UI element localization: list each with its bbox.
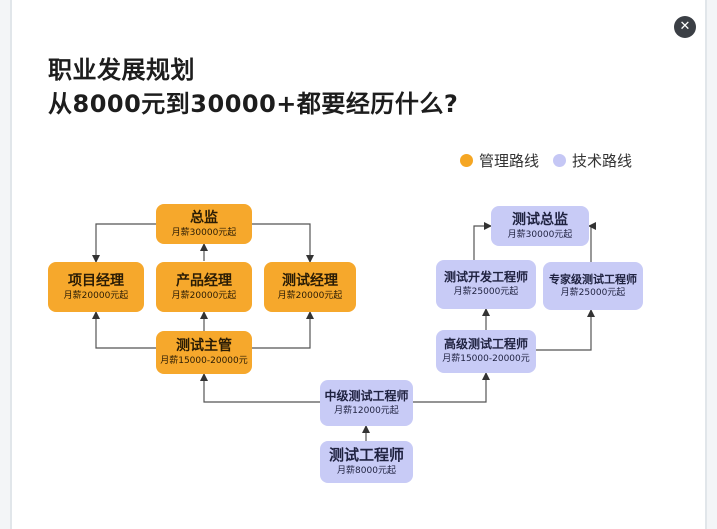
node-test-manager: 测试经理 月薪20000元起	[264, 262, 356, 312]
node-test-engineer-title: 测试工程师	[328, 446, 404, 465]
node-project-manager-title: 项目经理	[68, 272, 124, 289]
node-director-title: 总监	[190, 209, 218, 226]
close-icon[interactable]: ✕	[674, 16, 696, 38]
node-test-engineer-salary: 月薪8000元起	[337, 466, 396, 477]
connector-project-manager-to-director	[92, 223, 156, 263]
node-mid-test-engineer-salary: 月薪12000元起	[334, 405, 399, 416]
node-senior-test-engineer-title: 高级测试工程师	[443, 337, 528, 352]
connector-mid-to-supervisor	[200, 373, 320, 403]
connector-supervisor-to-project-manager	[92, 311, 156, 349]
node-test-director-title: 测试总监	[512, 211, 568, 228]
right-panel-edge	[705, 0, 717, 529]
node-project-manager-salary: 月薪20000元起	[63, 290, 129, 301]
connector-test-dev-to-test-director	[473, 222, 492, 260]
node-mid-test-engineer-title: 中级测试工程师	[324, 388, 409, 403]
node-test-supervisor: 测试主管 月薪15000-20000元	[156, 331, 252, 374]
connector-mid-to-senior	[413, 372, 490, 403]
legend-item-management: 管理路线	[460, 150, 539, 171]
node-project-manager: 项目经理 月薪20000元起	[48, 262, 144, 312]
page-title: 职业发展规划	[48, 56, 195, 84]
node-expert-test-engineer: 专家级测试工程师 月薪25000元起	[543, 262, 643, 310]
legend-label-technical: 技术路线	[572, 152, 633, 170]
legend-item-technical: 技术路线	[553, 150, 632, 171]
node-test-supervisor-salary: 月薪15000-20000元	[160, 356, 248, 367]
node-test-director-salary: 月薪30000元起	[507, 229, 573, 240]
connector-expert-to-test-director	[588, 222, 596, 262]
node-test-engineer: 测试工程师 月薪8000元起	[320, 441, 413, 483]
node-test-dev-engineer: 测试开发工程师 月薪25000元起	[436, 260, 536, 309]
node-product-manager: 产品经理 月薪20000元起	[156, 262, 252, 312]
connector-director-to-test-manager	[252, 223, 314, 263]
node-product-manager-title: 产品经理	[176, 272, 232, 289]
node-test-director: 测试总监 月薪30000元起	[491, 206, 589, 246]
page-subtitle: 从8000元到30000+都要经历什么?	[48, 90, 459, 118]
node-expert-test-engineer-salary: 月薪25000元起	[560, 288, 626, 299]
node-product-manager-salary: 月薪20000元起	[171, 290, 237, 301]
legend-label-management: 管理路线	[479, 152, 540, 170]
node-test-manager-title: 测试经理	[282, 272, 338, 289]
node-test-dev-engineer-salary: 月薪25000元起	[453, 287, 519, 298]
node-director-salary: 月薪30000元起	[171, 227, 237, 238]
left-panel-edge	[0, 0, 12, 529]
node-senior-test-engineer: 高级测试工程师 月薪15000-20000元	[436, 330, 536, 373]
node-director: 总监 月薪30000元起	[156, 204, 252, 244]
connector-supervisor-to-test-manager	[252, 311, 314, 349]
technical-dot-icon	[553, 154, 567, 167]
legend: 管理路线 技术路线	[460, 150, 632, 171]
management-dot-icon	[460, 154, 473, 167]
connector-senior-to-expert	[536, 309, 595, 351]
node-test-supervisor-title: 测试主管	[176, 338, 232, 355]
node-expert-test-engineer-title: 专家级测试工程师	[549, 272, 637, 286]
node-mid-test-engineer: 中级测试工程师 月薪12000元起	[320, 380, 413, 426]
node-senior-test-engineer-salary: 月薪15000-20000元	[442, 354, 530, 365]
node-test-dev-engineer-title: 测试开发工程师	[443, 270, 528, 285]
node-test-manager-salary: 月薪20000元起	[277, 290, 343, 301]
